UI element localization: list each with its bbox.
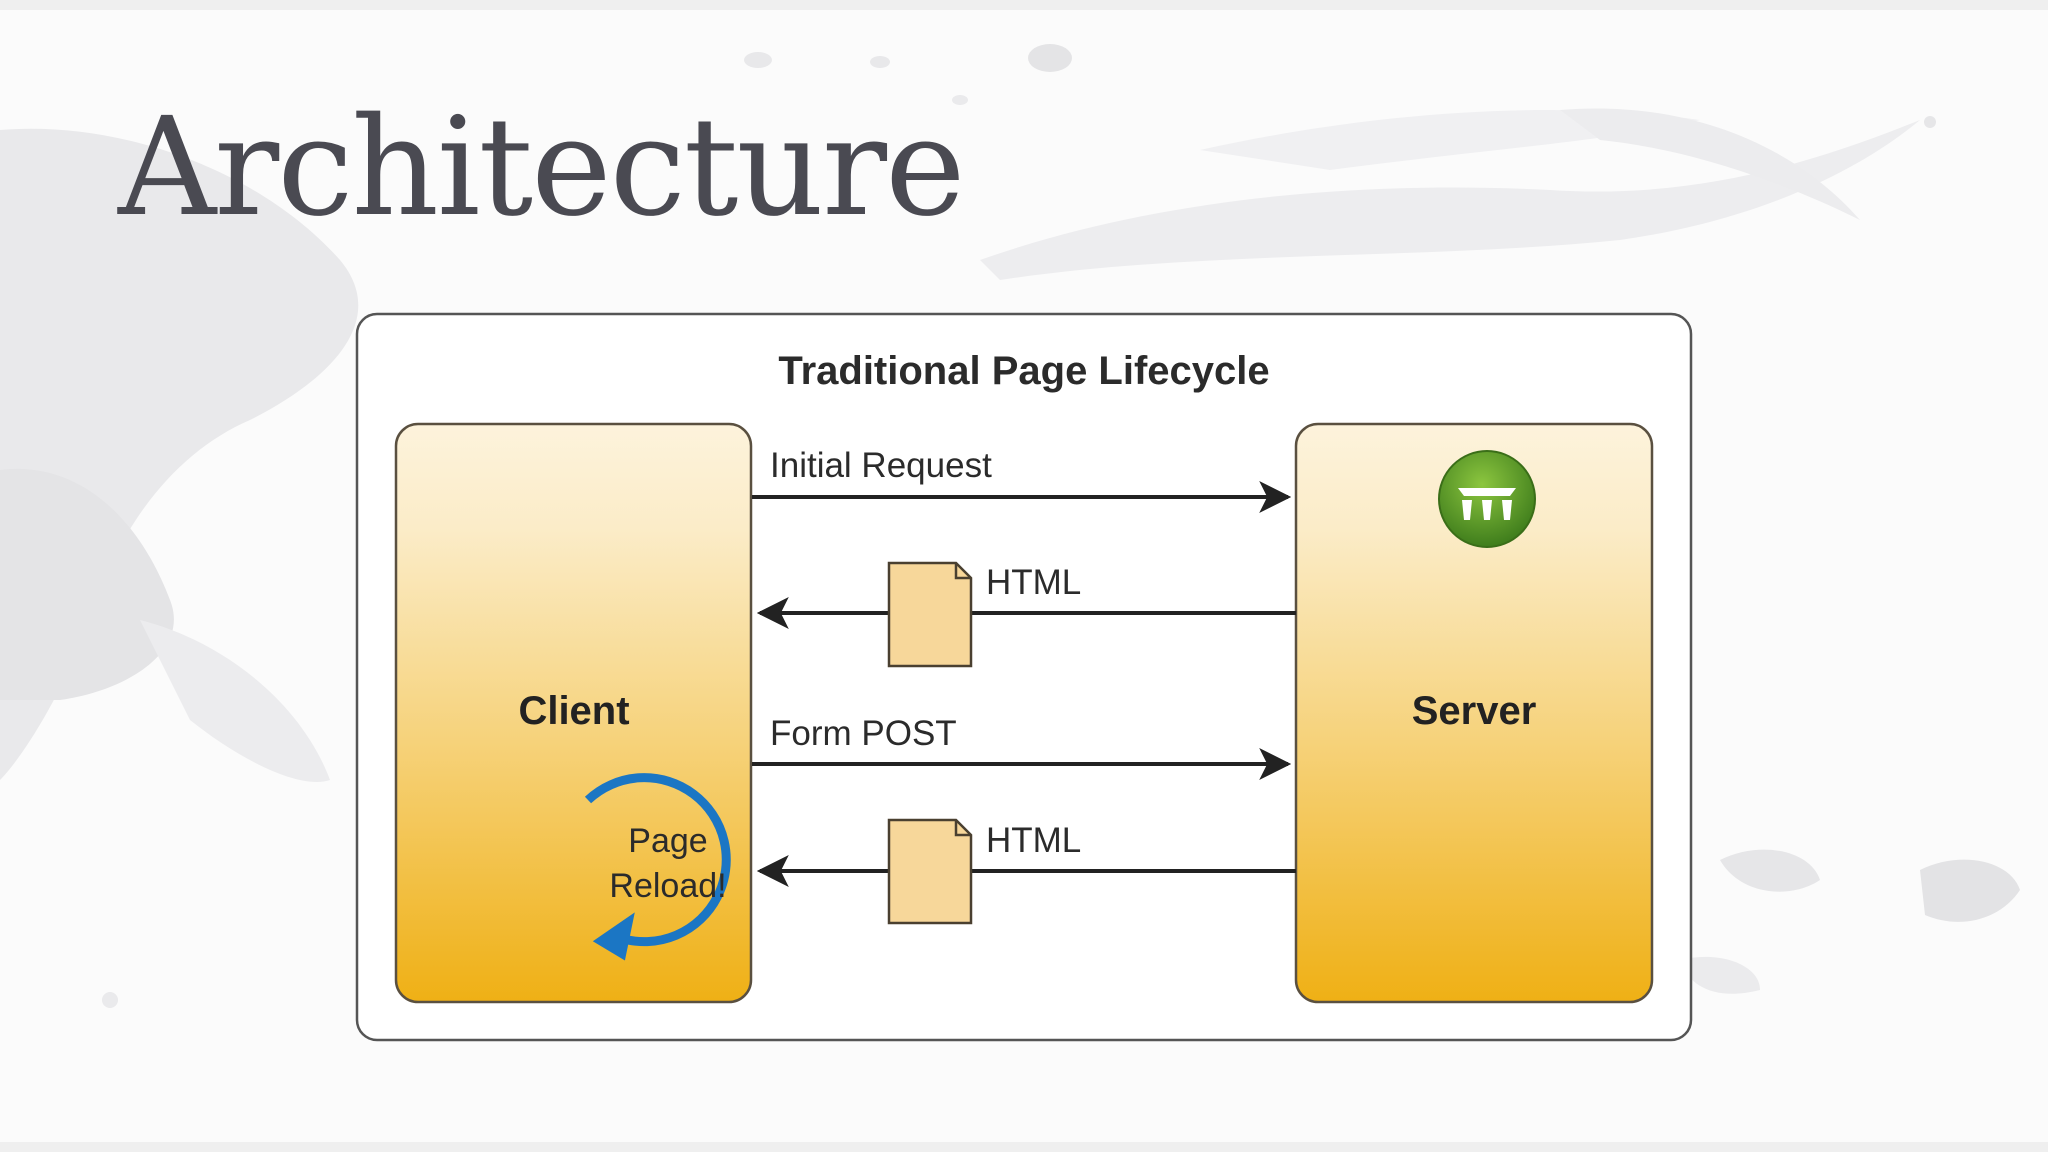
initial-request-label: Initial Request	[770, 446, 992, 485]
html-response-label-2: HTML	[986, 821, 1081, 860]
document-icon	[887, 561, 973, 668]
reload-label-line1: Page	[628, 822, 707, 860]
html-response-label-1: HTML	[986, 563, 1081, 602]
diagram-title: Traditional Page Lifecycle	[778, 349, 1269, 393]
server-label: Server	[1412, 689, 1537, 733]
form-post-label: Form POST	[770, 714, 957, 753]
reload-icon	[584, 773, 731, 961]
slide-title: Architecture	[118, 89, 966, 247]
document-icon	[887, 818, 973, 925]
client-box	[394, 422, 753, 1004]
reload-label-line2: Reload!	[609, 867, 726, 905]
client-label: Client	[518, 689, 629, 733]
iis-server-icon	[1438, 450, 1536, 548]
server-box	[1294, 422, 1654, 1004]
